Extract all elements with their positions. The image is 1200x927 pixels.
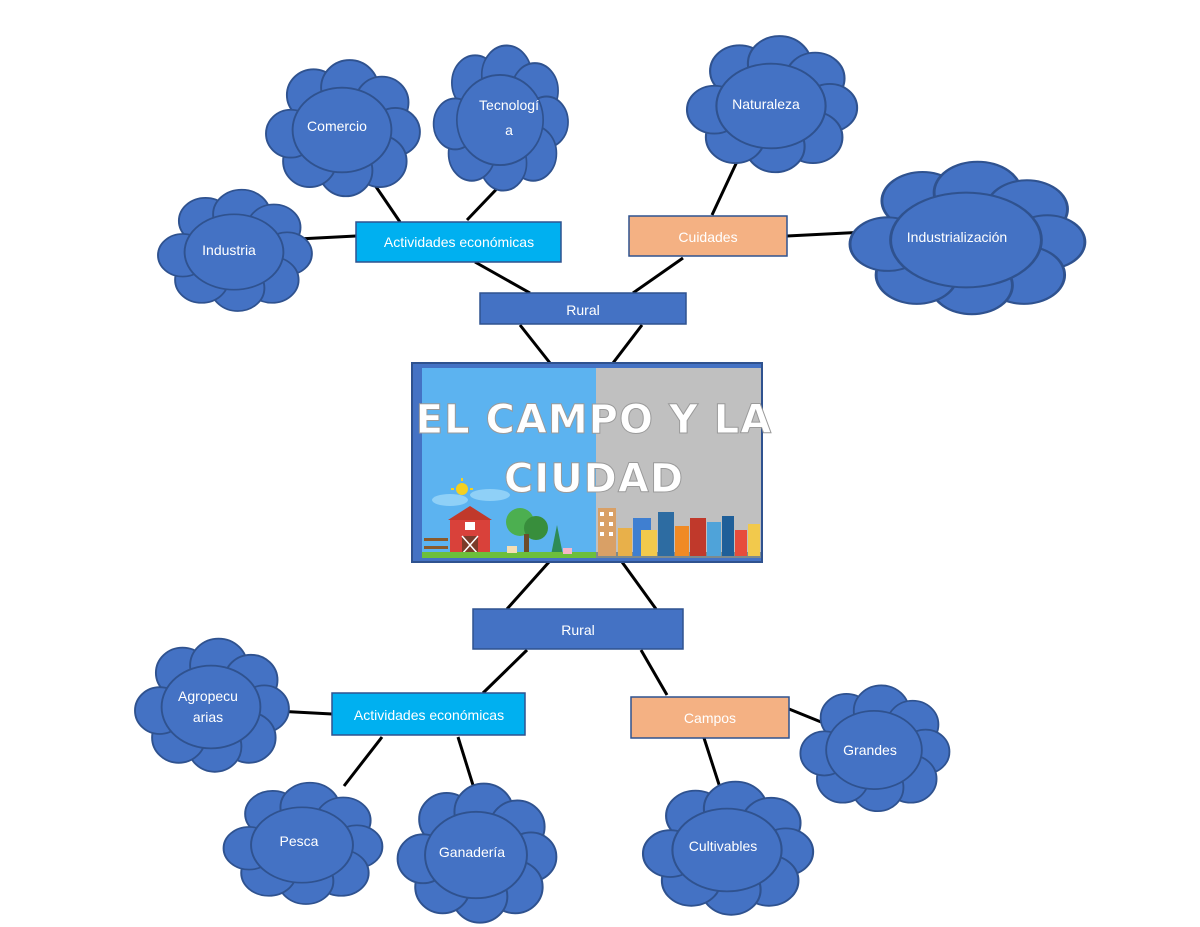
tree-icon xyxy=(506,508,563,555)
cloud-agropecuarias xyxy=(134,637,290,773)
cloud-label-agropecuarias-1: Agropecu xyxy=(178,688,238,704)
cloud-label-industria: Industria xyxy=(202,242,256,258)
bottom-campos-box xyxy=(630,696,790,739)
cloud-label-tecnologia-1: Tecnologí xyxy=(479,97,539,113)
bottom-campos-label: Campos xyxy=(684,710,736,726)
barn-icon xyxy=(448,506,492,555)
connectors xyxy=(275,152,867,801)
connector-industria xyxy=(297,234,357,241)
connector-rural-title-right xyxy=(611,324,644,364)
connector-bottom-rural-left xyxy=(481,648,529,695)
title-line-2: CIUDAD xyxy=(504,456,684,502)
cloud-label-comercio: Comercio xyxy=(307,118,367,134)
bottom-rural-label: Rural xyxy=(561,622,594,638)
top-rural-box xyxy=(479,292,687,325)
connector-title-rural-left xyxy=(505,561,551,610)
top-activities-box xyxy=(355,221,562,263)
connector-pesca xyxy=(342,736,384,787)
cloud-label-ganaderia: Ganadería xyxy=(439,844,505,860)
bottom-rural-box xyxy=(472,608,684,650)
cloud-label-naturaleza: Naturaleza xyxy=(732,96,800,112)
connector-top-right-rural xyxy=(632,256,684,295)
top-activities-label: Actividades económicas xyxy=(384,234,534,250)
connector-title-rural-right xyxy=(620,561,658,610)
connector-grandes xyxy=(788,707,827,726)
cloud-label-agropecuarias-2: arias xyxy=(193,709,223,725)
cloud-label-cultivables: Cultivables xyxy=(689,838,757,854)
connector-rural-title-left xyxy=(518,324,552,364)
bottom-activities-box xyxy=(331,692,526,736)
connector-bottom-rural-right xyxy=(639,649,669,696)
cloud-label-industrializacion: Industrialización xyxy=(907,229,1007,245)
bottom-activities-label: Actividades económicas xyxy=(354,707,504,723)
cloud-label-tecnologia-2: a xyxy=(505,122,513,138)
connector-top-left-rural xyxy=(474,260,531,295)
top-rural-label: Rural xyxy=(566,302,599,318)
city-buildings-icon xyxy=(598,508,760,556)
cloud-label-pesca: Pesca xyxy=(280,833,319,849)
sun-icon xyxy=(451,478,473,500)
title-image: EL CAMPO Y LA CIUDAD xyxy=(411,362,772,563)
cloud-tecnologia xyxy=(432,44,570,192)
top-cuidades-label: Cuidades xyxy=(678,229,737,245)
title-line-1: EL CAMPO Y LA xyxy=(416,397,772,443)
top-cuidades-box xyxy=(628,215,788,257)
cloud-label-grandes: Grandes xyxy=(843,742,897,758)
